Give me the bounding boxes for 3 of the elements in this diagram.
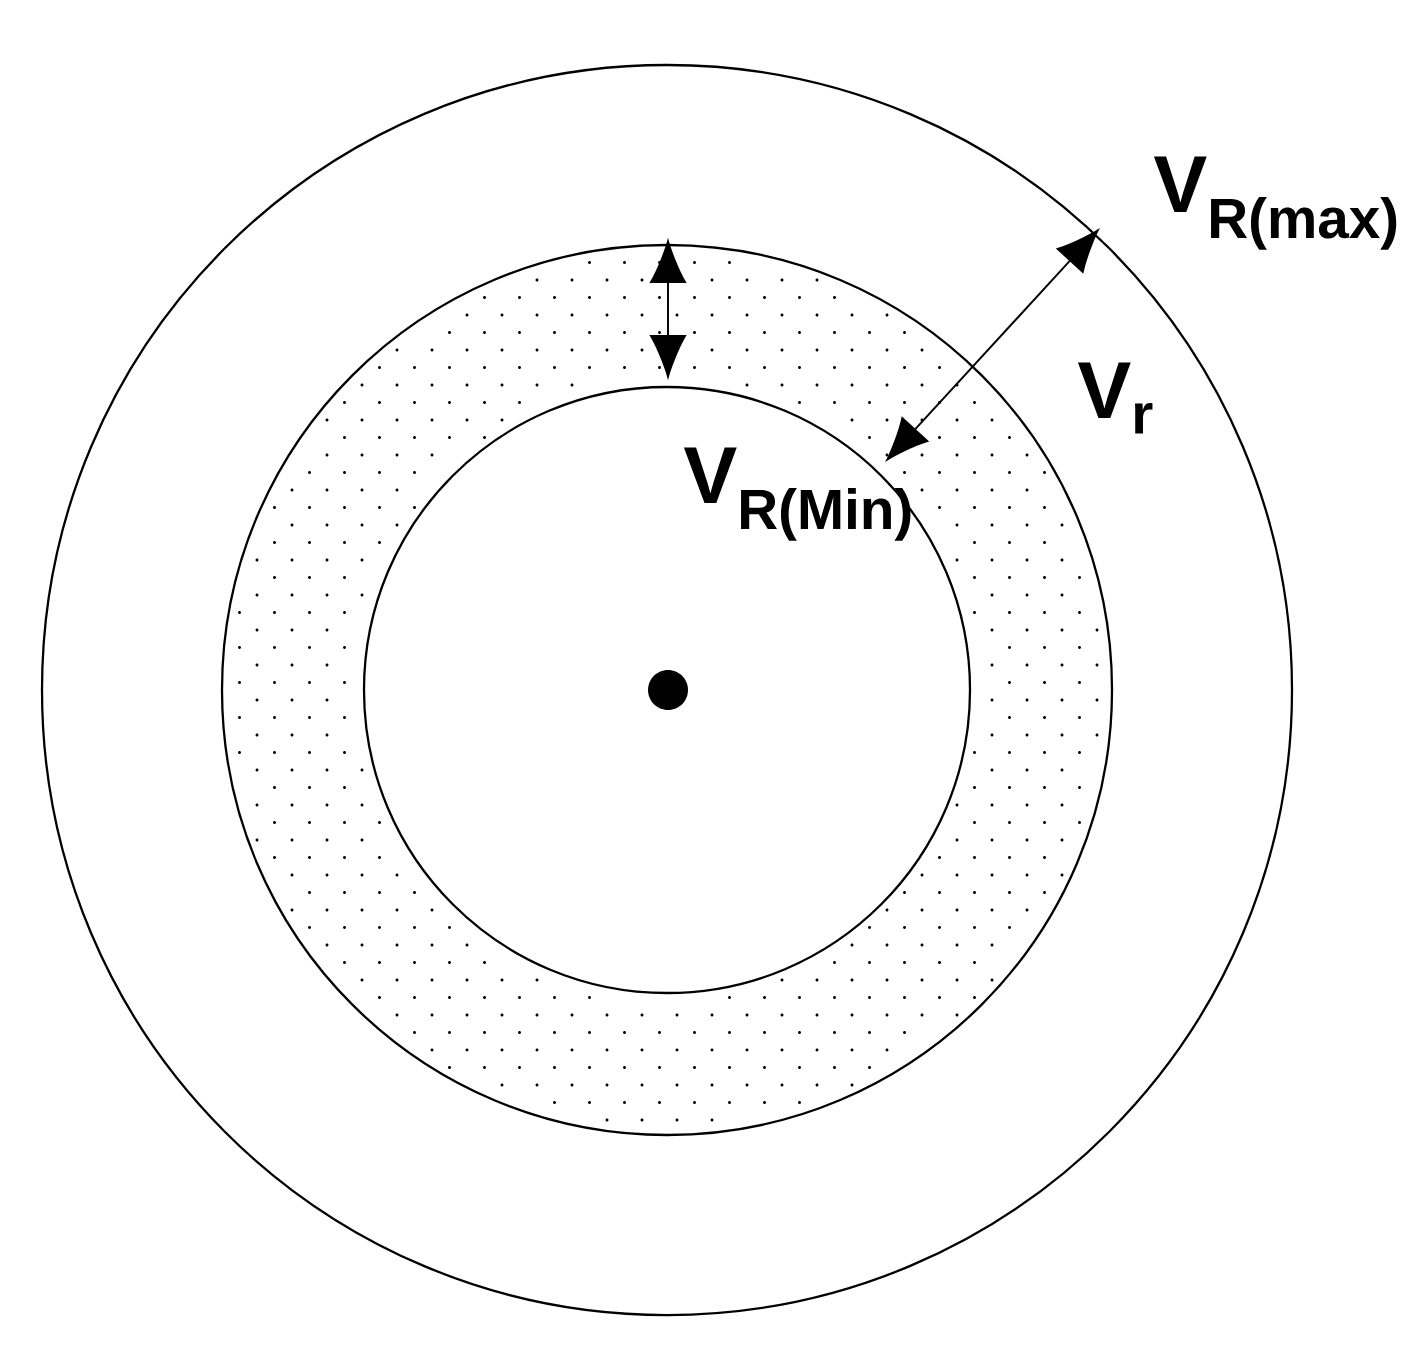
variable-label: V$_{R(Min)}$ bbox=[683, 447, 911, 541]
variable-label: V$_{r}$ bbox=[1077, 362, 1153, 434]
variable-label: V$_{R(max)}$ bbox=[1153, 156, 1397, 250]
